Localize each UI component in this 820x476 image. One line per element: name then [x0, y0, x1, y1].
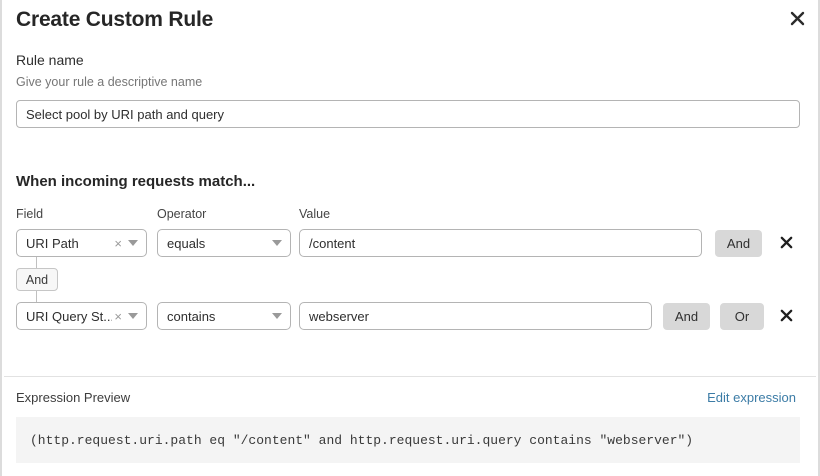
field-select-value-1: URI Query St... [26, 308, 113, 324]
clear-field-icon-1[interactable]: × [114, 308, 122, 324]
and-button-0[interactable]: And [715, 230, 762, 257]
field-select-0[interactable]: URI Path × [16, 229, 147, 257]
chevron-down-icon-operator-0[interactable] [272, 240, 282, 246]
field-select-value-0: URI Path [26, 235, 79, 251]
rule-name-input[interactable] [16, 100, 800, 128]
operator-select-value-0: equals [167, 235, 206, 251]
chevron-down-icon-field-1[interactable] [128, 313, 138, 319]
value-input-0[interactable] [299, 229, 702, 257]
clear-field-icon-0[interactable]: × [114, 235, 122, 251]
section-divider [4, 376, 816, 377]
delete-condition-icon-0[interactable] [775, 231, 797, 253]
dialog-title: Create Custom Rule [16, 8, 214, 31]
rule-name-hint: Give your rule a descriptive name [16, 75, 203, 89]
column-header-field: Field [16, 207, 44, 221]
expression-preview-code: (http.request.uri.path eq "/content" and… [16, 417, 800, 463]
group-logic-and-badge[interactable]: And [16, 268, 58, 291]
expression-preview-label: Expression Preview [16, 390, 131, 405]
field-select-1[interactable]: URI Query St... × [16, 302, 147, 330]
chevron-down-icon-operator-1[interactable] [272, 313, 282, 319]
or-button-1[interactable]: Or [720, 303, 764, 330]
operator-select-0[interactable]: equals [157, 229, 291, 257]
column-header-value: Value [299, 207, 331, 221]
dialog-close-icon[interactable] [784, 5, 810, 31]
match-section-heading: When incoming requests match... [16, 173, 256, 190]
operator-select-1[interactable]: contains [157, 302, 291, 330]
delete-condition-icon-1[interactable] [775, 304, 797, 326]
chevron-down-icon-field-0[interactable] [128, 240, 138, 246]
edit-expression-link[interactable]: Edit expression [707, 390, 796, 405]
value-input-1[interactable] [299, 302, 652, 330]
operator-select-value-1: contains [167, 308, 216, 324]
rule-name-label: Rule name [16, 52, 84, 68]
and-button-1[interactable]: And [663, 303, 710, 330]
column-header-operator: Operator [157, 207, 207, 221]
